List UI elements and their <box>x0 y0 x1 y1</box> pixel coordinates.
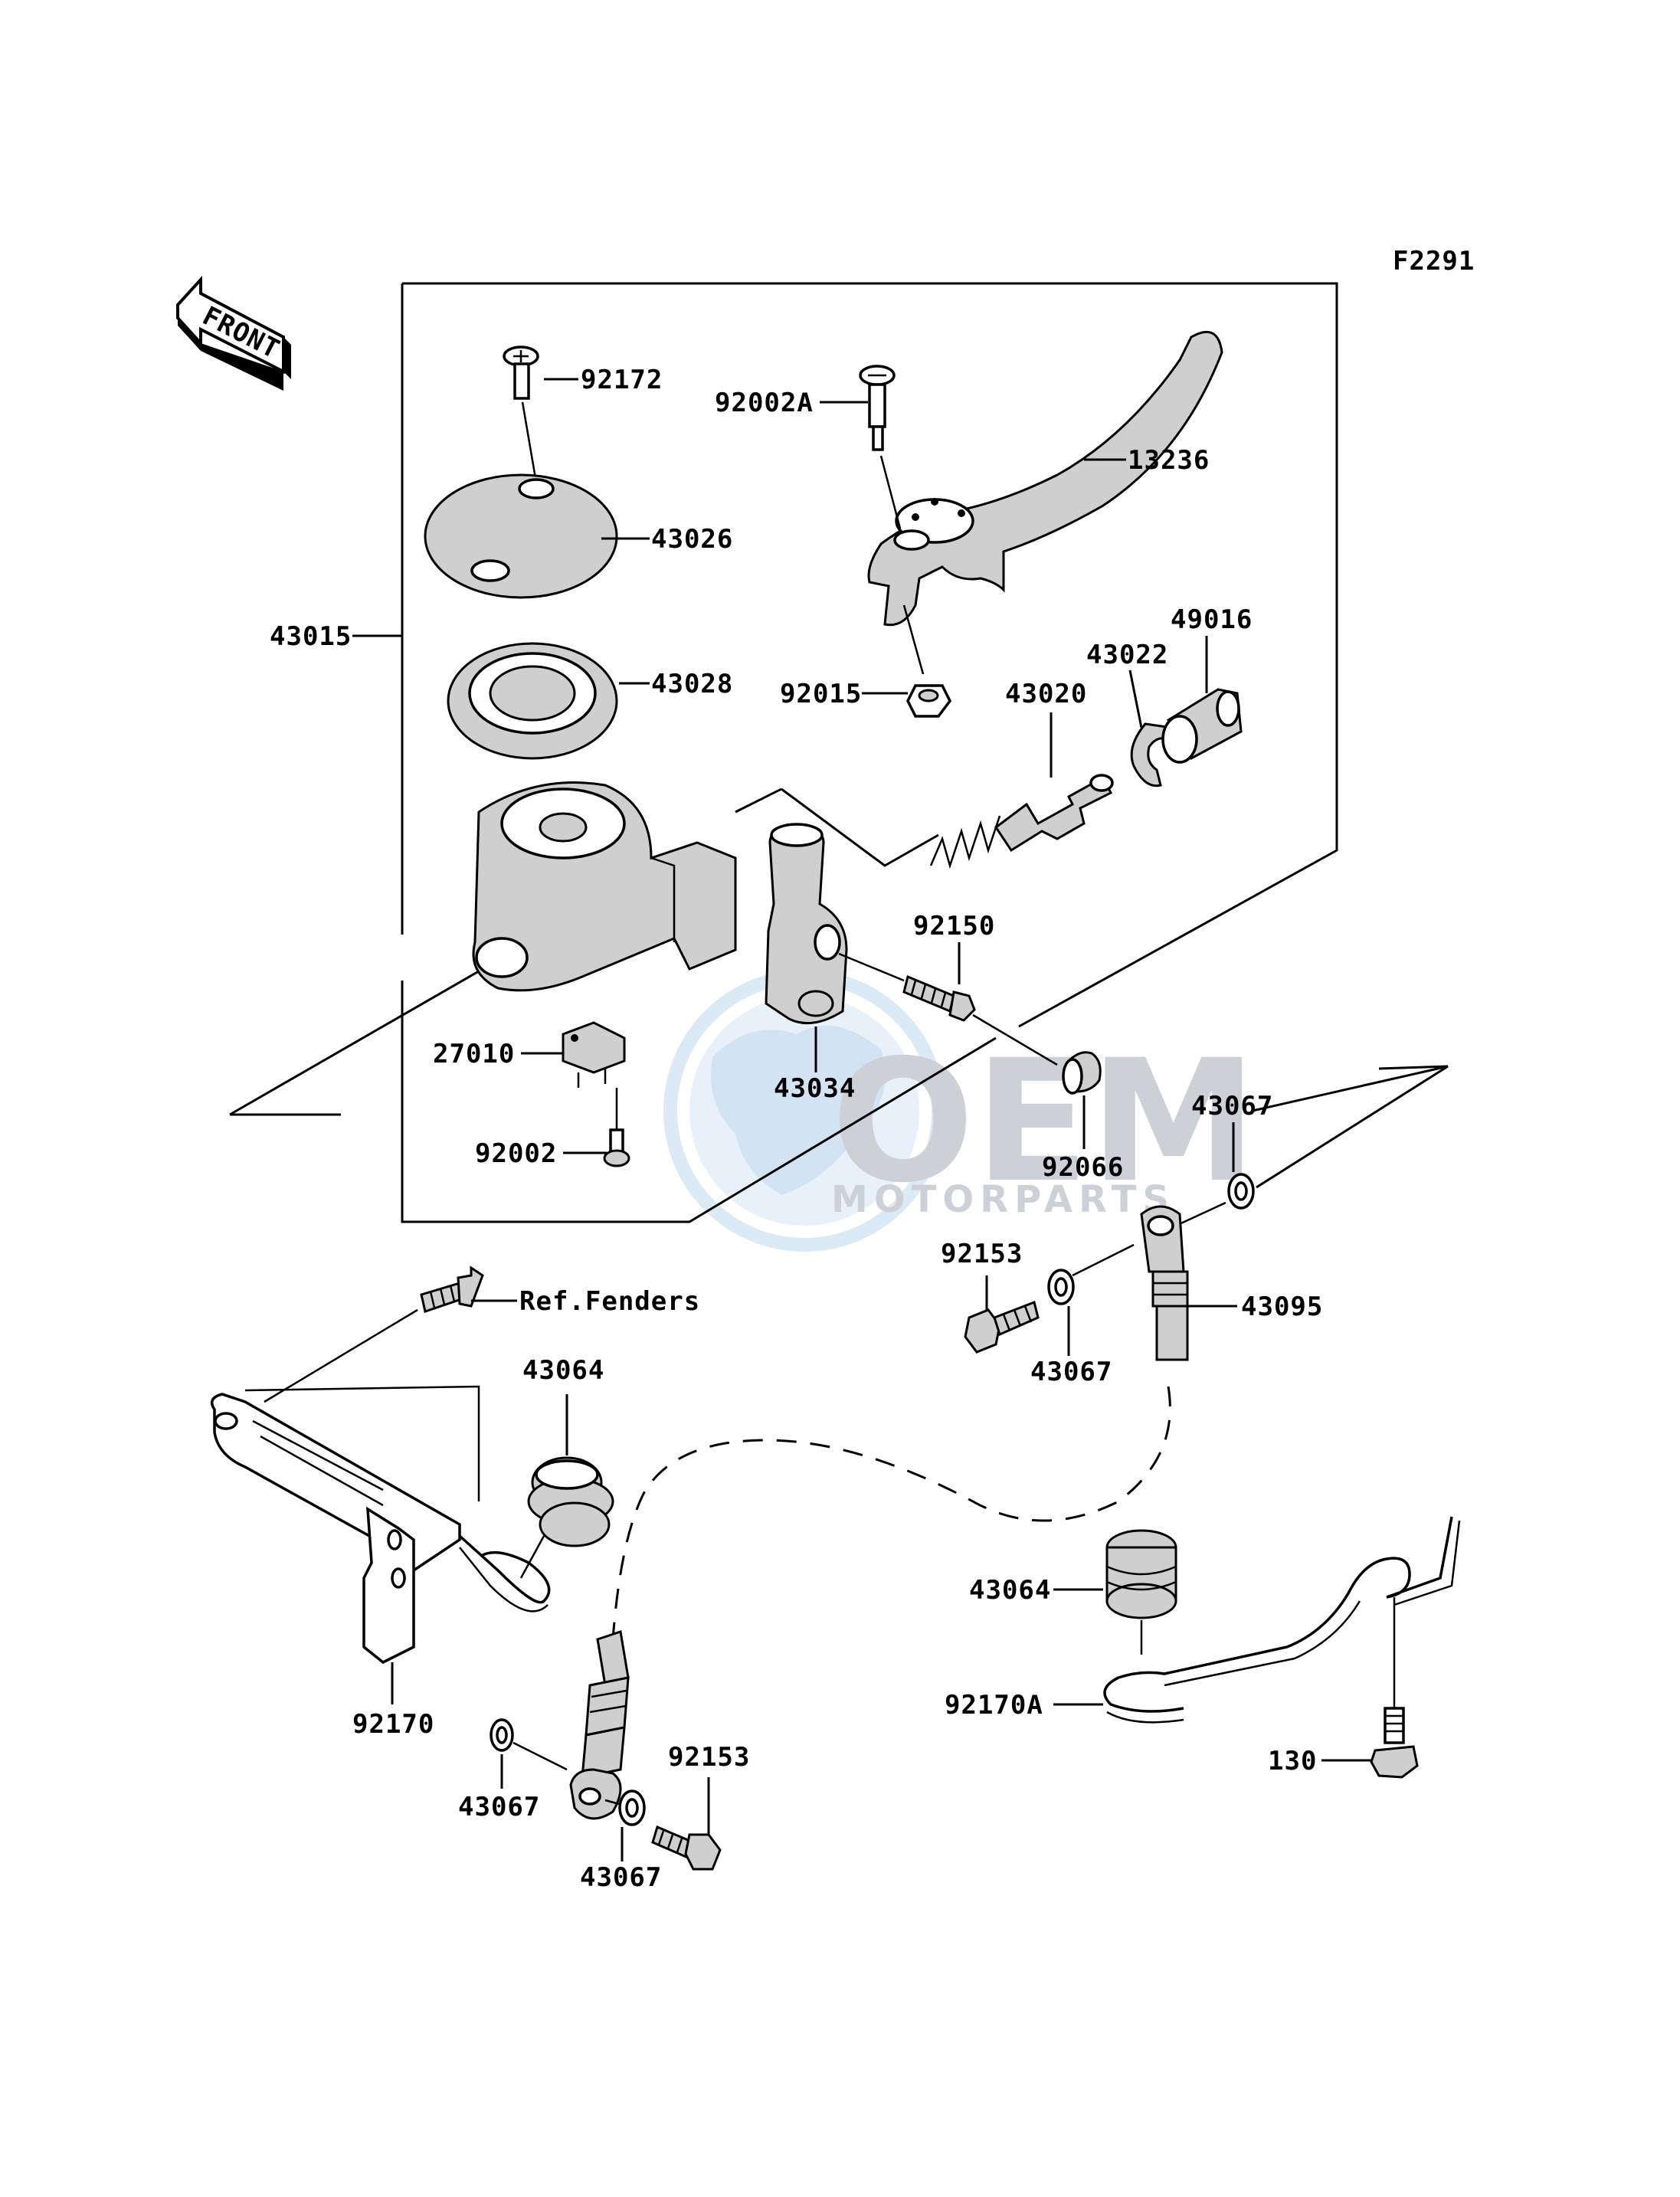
cap-92066 <box>1062 1051 1102 1095</box>
assembly-frame <box>401 282 1338 1223</box>
master-cylinder-body <box>472 781 737 992</box>
label-43034: 43034 <box>774 1073 856 1104</box>
circlip-43022 <box>1130 722 1174 787</box>
cap-screw-92172 <box>503 345 539 400</box>
clamp-bolt-92150 <box>902 974 976 1022</box>
banjo-bolt-92153-mid <box>964 1300 1040 1354</box>
assembly-outline-left <box>229 968 483 1116</box>
label-92002A: 92002A <box>715 388 814 418</box>
washer-43067-low1 <box>490 1718 514 1752</box>
label-92153-mid: 92153 <box>941 1239 1023 1269</box>
label-ref-fenders: Ref.Fenders <box>519 1286 700 1317</box>
label-43028: 43028 <box>651 669 733 699</box>
assembly-outline-right <box>735 787 939 867</box>
hose-region-outline <box>1252 1065 1449 1189</box>
pivot-bolt-92002A <box>859 365 896 451</box>
label-43064-left: 43064 <box>522 1355 604 1386</box>
oem-motorparts-watermark: OEM MOTORPARTS <box>663 970 1257 1252</box>
label-43022: 43022 <box>1086 640 1168 670</box>
label-43067-top: 43067 <box>1191 1091 1273 1121</box>
hose-bracket-92170 <box>210 1385 480 1665</box>
banjo-bolt-92153-low <box>651 1825 722 1871</box>
label-92066: 92066 <box>1042 1152 1124 1183</box>
bracket-hook-left <box>458 1534 551 1604</box>
label-27010: 27010 <box>433 1039 515 1069</box>
brake-switch-27010 <box>562 1021 626 1088</box>
brake-lever-13236 <box>867 330 1223 627</box>
label-49016: 49016 <box>1171 604 1253 635</box>
label-92170: 92170 <box>352 1709 434 1740</box>
label-92002: 92002 <box>475 1138 557 1169</box>
label-92172: 92172 <box>581 365 663 395</box>
washer-43067-top <box>1227 1173 1255 1210</box>
label-43067-low2: 43067 <box>580 1862 662 1893</box>
front-arrow-icon: FRONT <box>176 275 291 391</box>
fender-bolt <box>420 1265 484 1313</box>
piston-43020 <box>929 774 1114 869</box>
label-43026: 43026 <box>651 524 733 555</box>
watermark-subtitle: MOTORPARTS <box>831 1178 1175 1221</box>
clamp-43034 <box>765 823 848 1025</box>
label-43020: 43020 <box>1005 679 1087 709</box>
washer-43067-mid <box>1047 1269 1075 1305</box>
label-43067-mid: 43067 <box>1030 1357 1112 1387</box>
label-92170A: 92170A <box>945 1690 1043 1721</box>
figure-code: F2291 <box>1393 246 1475 277</box>
label-43064-right: 43064 <box>969 1575 1051 1606</box>
label-13236: 13236 <box>1128 445 1210 476</box>
switch-screw-92002 <box>603 1128 630 1167</box>
label-92015: 92015 <box>780 679 862 709</box>
diaphragm-43028 <box>447 642 618 760</box>
grommet-43064-left <box>527 1456 614 1547</box>
grommet-43064-right <box>1105 1529 1177 1619</box>
label-43067-low1: 43067 <box>458 1792 540 1822</box>
wire-clamp-92170A <box>1103 1516 1453 1713</box>
dust-boot-49016 <box>1161 688 1243 764</box>
brake-hose-43095 <box>1140 1205 1189 1361</box>
label-43015: 43015 <box>270 621 352 652</box>
washer-43067-low2 <box>618 1789 646 1826</box>
label-43095: 43095 <box>1241 1292 1323 1322</box>
label-92153-low: 92153 <box>668 1742 750 1773</box>
label-130: 130 <box>1268 1746 1317 1776</box>
nut-92015 <box>906 684 952 718</box>
reservoir-cap-43026 <box>424 473 618 599</box>
bolt-130 <box>1370 1707 1419 1779</box>
brake-hose-lower-fitting <box>569 1630 630 1820</box>
brake-hose-line <box>611 1386 1171 1640</box>
label-92150: 92150 <box>913 911 995 941</box>
